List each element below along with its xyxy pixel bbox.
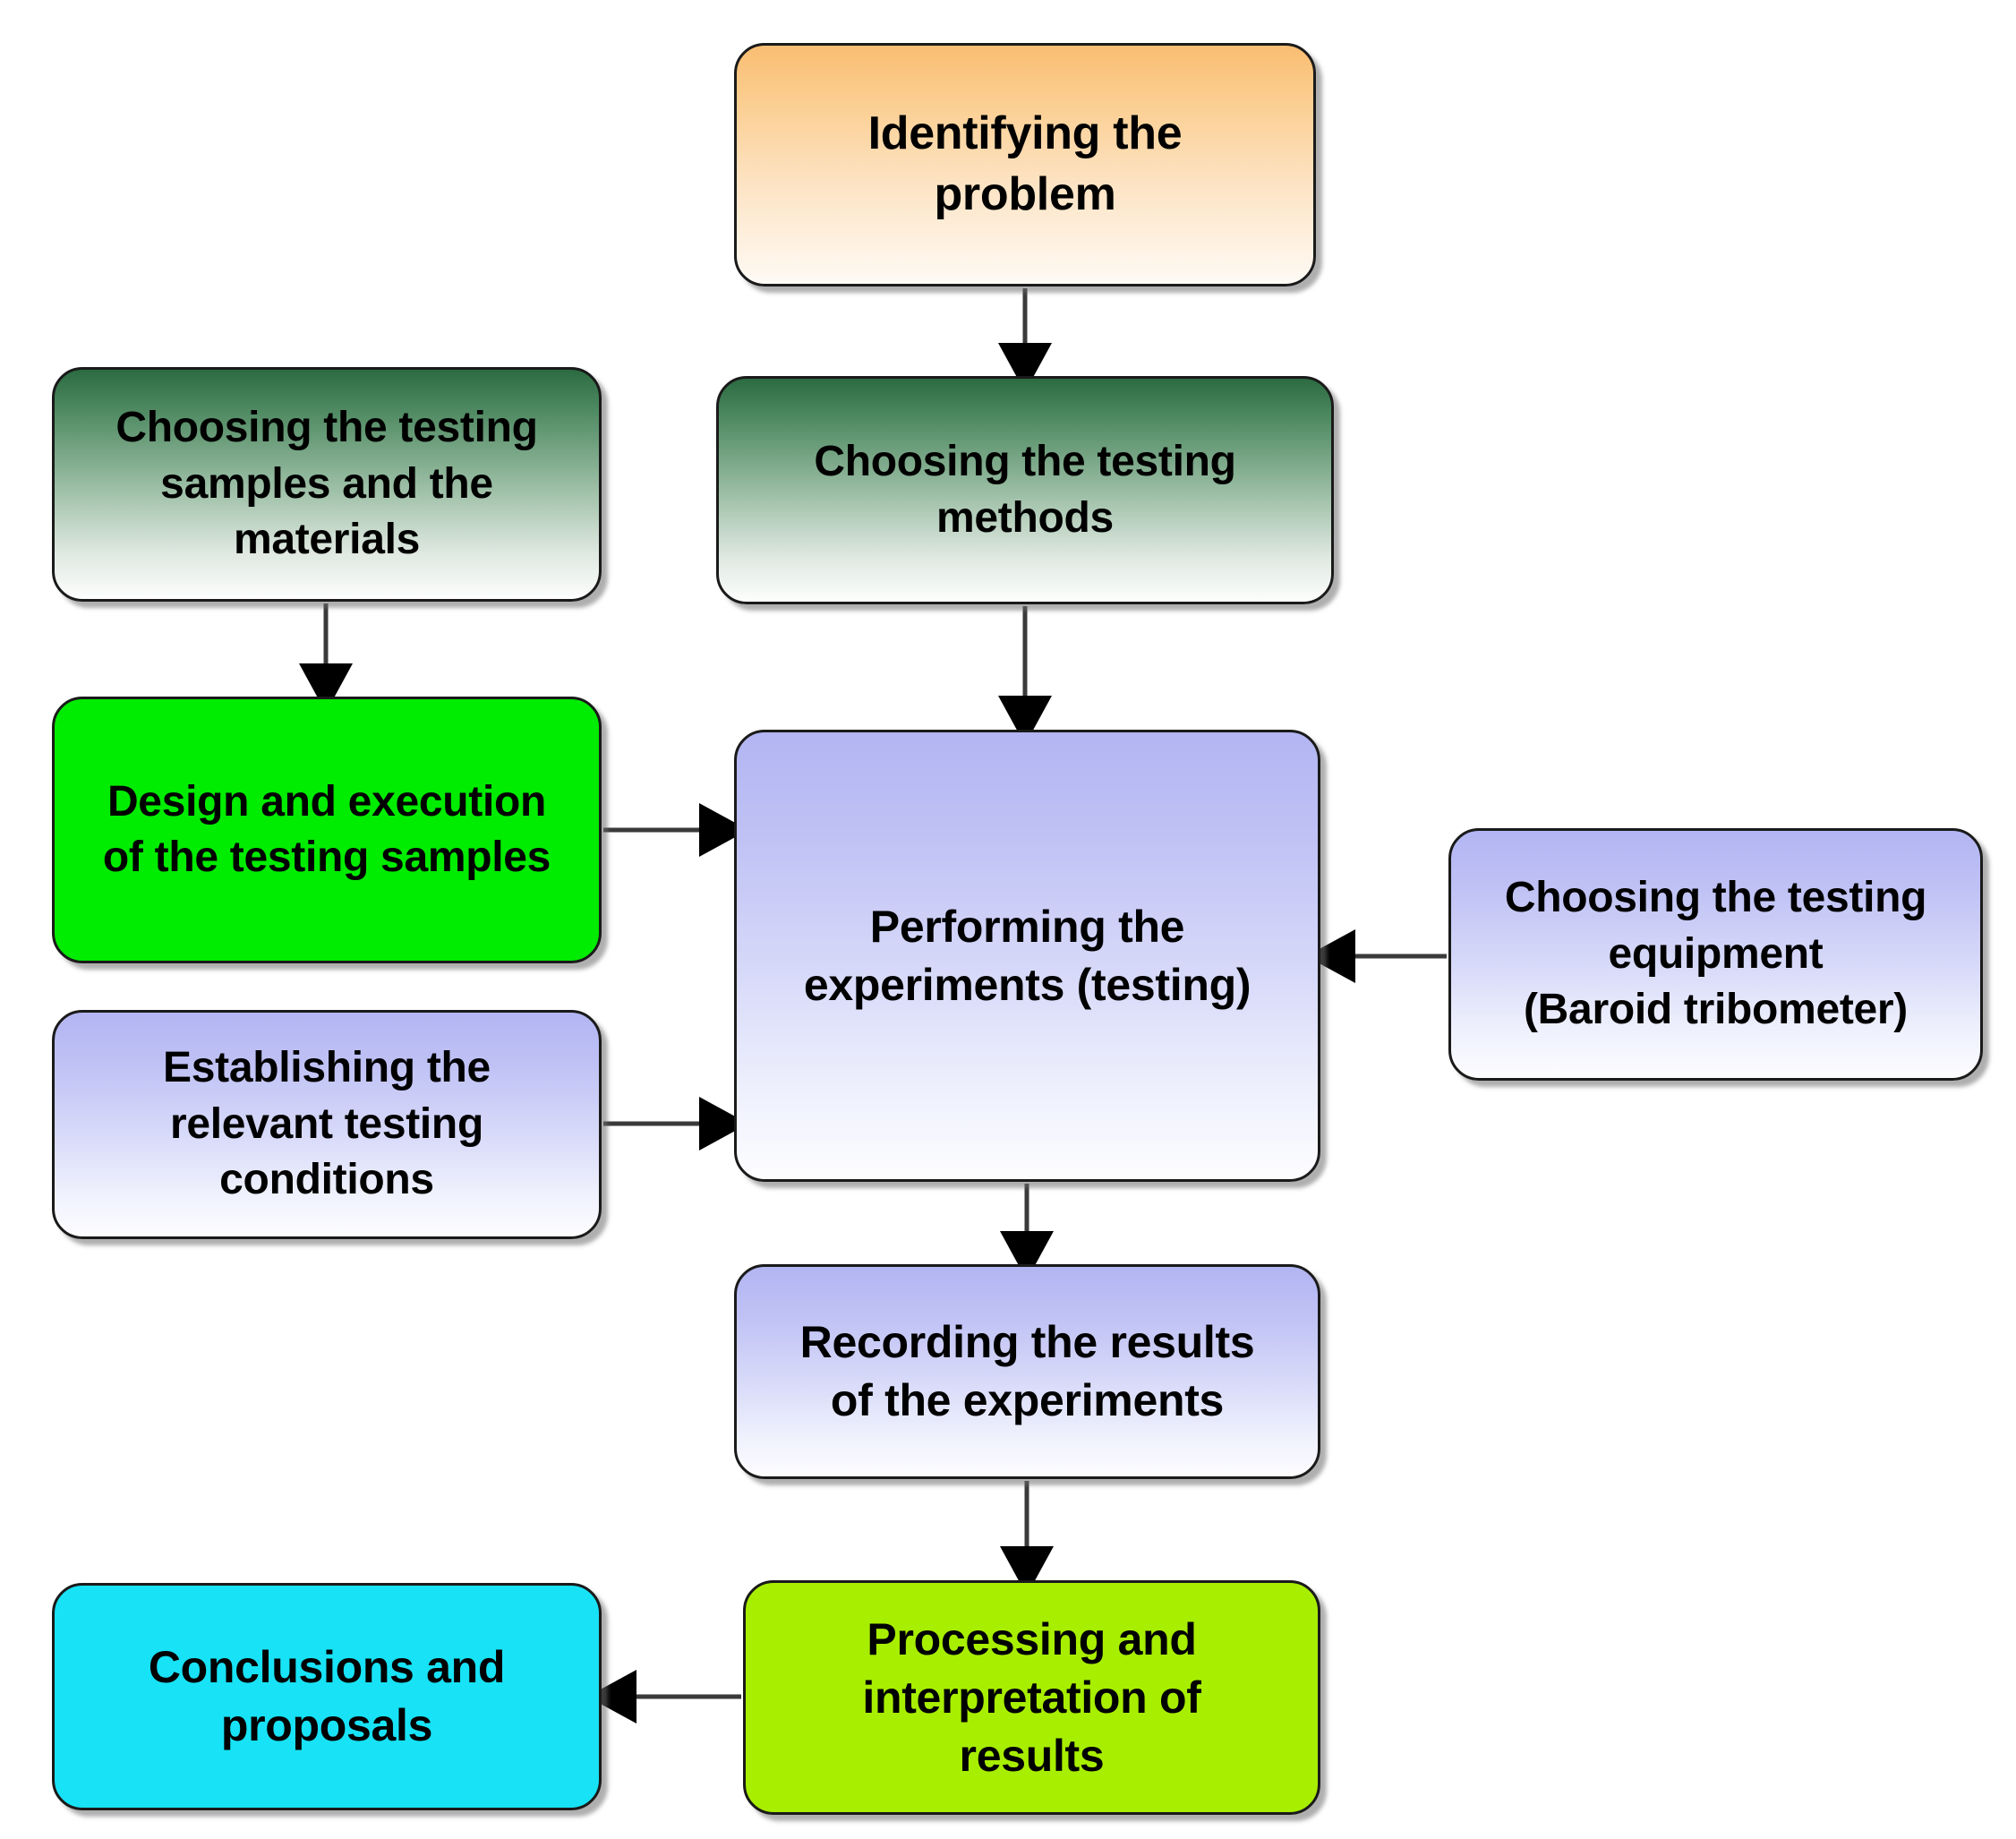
node-choosing-the-testing-methods[interactable]: Choosing the testing methods	[716, 376, 1334, 604]
node-establishing-the-relevant-testing-conditions[interactable]: Establishing the relevant testing condit…	[52, 1010, 602, 1239]
node-label: Recording the results of the experiments	[799, 1317, 1255, 1425]
node-label: Choosing the testing samples and the mat…	[115, 404, 538, 564]
node-processing-and-interpretation-of-results[interactable]: Processing and interpretation of results	[743, 1580, 1320, 1815]
node-label: Choosing the testing methods	[814, 438, 1236, 542]
node-choosing-the-testing-equipment[interactable]: Choosing the testing equipment (Baroid t…	[1448, 828, 1983, 1081]
node-label: Identifying the problem	[867, 107, 1183, 220]
node-label: Choosing the testing equipment (Baroid t…	[1504, 874, 1927, 1034]
node-label: Establishing the relevant testing condit…	[163, 1044, 491, 1204]
node-label: Processing and interpretation of results	[862, 1613, 1201, 1781]
node-choosing-the-testing-samples-and-the-materials[interactable]: Choosing the testing samples and the mat…	[52, 367, 602, 602]
node-label: Performing the experiments (testing)	[803, 901, 1251, 1010]
node-recording-the-results-of-the-experiments[interactable]: Recording the results of the experiments	[734, 1264, 1320, 1479]
node-performing-the-experiments[interactable]: Performing the experiments (testing)	[734, 730, 1320, 1182]
node-label: Conclusions and proposals	[148, 1642, 506, 1750]
node-identifying-the-problem[interactable]: Identifying the problem	[734, 43, 1316, 287]
node-design-and-execution-of-the-testing-samples[interactable]: Design and execution of the testing samp…	[52, 697, 602, 963]
node-conclusions-and-proposals[interactable]: Conclusions and proposals	[52, 1583, 602, 1810]
node-label: Design and execution of the testing samp…	[102, 777, 551, 881]
